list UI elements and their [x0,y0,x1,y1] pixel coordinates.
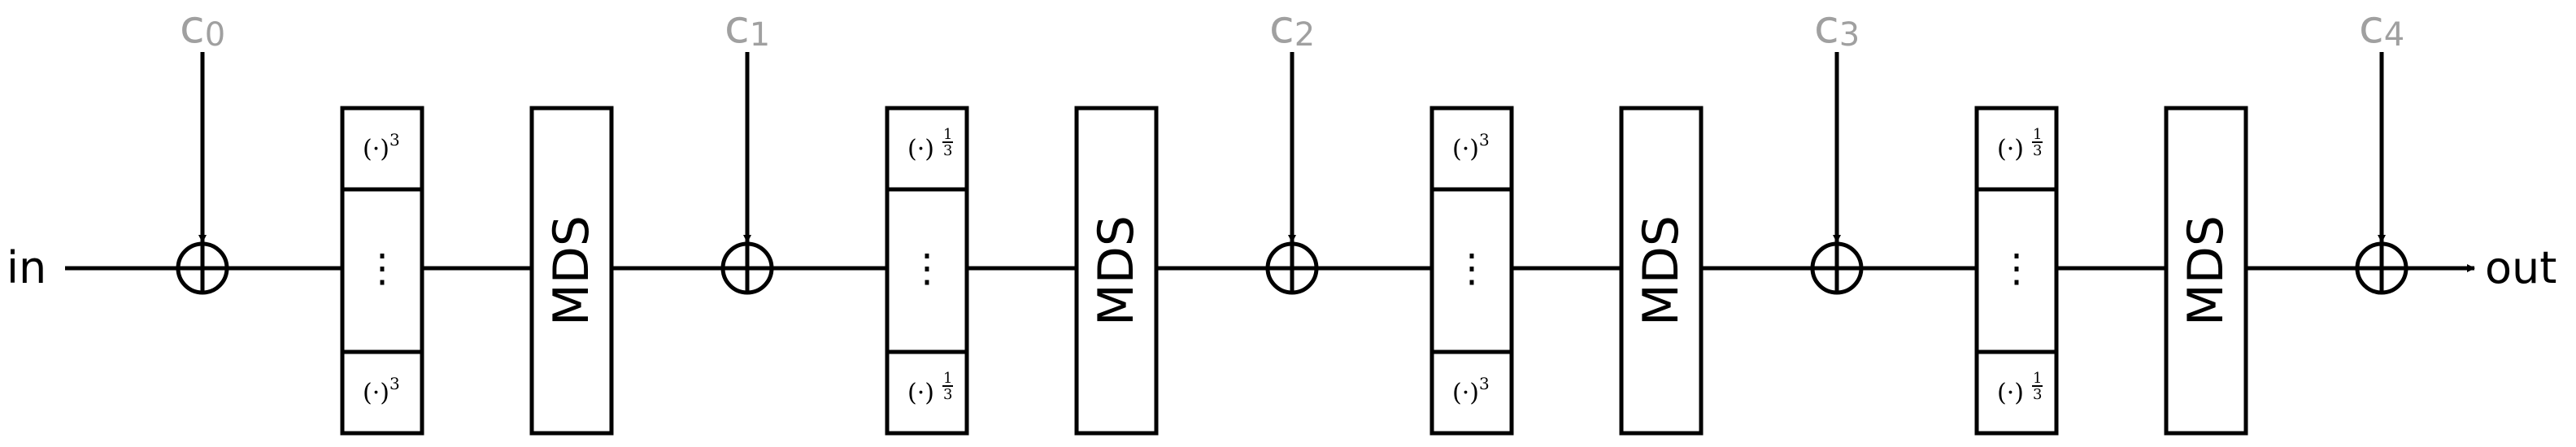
mds-block: MDS [529,106,614,436]
output-label: out [2485,242,2556,293]
sbox-ellipsis: ⋮ [363,245,402,291]
sbox-layer: (·)3(·)3⋮ [340,106,424,436]
constant-letter: c [724,1,750,54]
constant-letter: c [1269,1,1295,54]
mds-box [1619,106,1704,436]
sbox-expression: (·)3 [1452,130,1490,163]
xor-node [1265,241,1319,295]
sbox-base: (·) [1452,379,1479,407]
sbox-base: (·) [1452,135,1479,163]
mds-label: MDS [1633,215,1690,326]
sbox-exponent-numerator: 1 [943,126,952,143]
sbox-column [885,106,969,436]
constant-index: 3 [1839,16,1860,54]
mds-label: MDS [1088,215,1145,326]
sbox-column [1974,106,2059,436]
sbox-exponent-denominator: 3 [2033,142,2042,159]
round-constant-0: c0 [176,1,229,295]
round-3: (·)3(·)3⋮MDS [1429,106,1704,436]
mds-label: MDS [543,215,600,326]
sbox-expression: (·) [1997,379,2024,407]
sbox-base: (·) [363,379,389,407]
round-constant-1: c1 [720,1,774,295]
sbox-exponent: 3 [389,374,400,393]
constant-label: c3 [1814,1,1860,54]
constant-index: 2 [1295,16,1315,54]
sbox-expression: (·)3 [1452,374,1490,407]
constant-letter: c [180,1,205,54]
sbox-base: (·) [363,135,389,163]
constant-label: c2 [1269,1,1315,54]
round-constant-4: c4 [2355,1,2408,295]
sbox-base: (·) [1997,135,2024,163]
sbox-exponent: 3 [1479,130,1490,150]
sbox-expression: (·) [907,379,934,407]
constant-label: c1 [724,1,770,54]
sbox-exponent-numerator: 1 [2033,370,2042,387]
constant-letter: c [1814,1,1839,54]
xor-node [1810,241,1864,295]
xor-node [720,241,774,295]
sbox-expression: (·) [1997,135,2024,163]
constant-letter: c [2359,1,2384,54]
sbox-expression: (·) [907,135,934,163]
mds-label: MDS [2178,215,2234,326]
sbox-ellipsis: ⋮ [907,245,946,291]
sbox-base: (·) [1997,379,2024,407]
input-label: in [7,242,46,293]
sbox-column [1429,106,1514,436]
sbox-column [340,106,424,436]
mds-box [2164,106,2248,436]
xor-node [176,241,229,295]
mds-block: MDS [2164,106,2248,436]
sbox-base: (·) [907,135,934,163]
xor-node [2355,241,2408,295]
round-4: (·)13(·)13⋮MDS [1974,106,2248,436]
constant-index: 1 [750,16,770,54]
sbox-exponent-denominator: 3 [943,386,952,403]
sbox-ellipsis: ⋮ [1997,245,2036,291]
sbox-exponent-numerator: 1 [943,370,952,387]
mds-block: MDS [1074,106,1159,436]
round-2: (·)13(·)13⋮MDS [885,106,1159,436]
constant-label: c4 [2359,1,2404,54]
round-1: (·)3(·)3⋮MDS [340,106,614,436]
sbox-exponent: 3 [1479,374,1490,393]
sbox-layer: (·)13(·)13⋮ [1974,106,2059,436]
sbox-base: (·) [907,379,934,407]
sbox-exponent: 3 [389,130,400,150]
rounds: (·)3(·)3⋮MDS(·)13(·)13⋮MDS(·)3(·)3⋮MDS(·… [340,106,2248,436]
round-constant-2: c2 [1265,1,1319,295]
mds-box [529,106,614,436]
sbox-layer: (·)3(·)3⋮ [1429,106,1514,436]
sbox-expression: (·)3 [363,130,400,163]
constant-label: c0 [180,1,225,54]
sbox-exponent-denominator: 3 [2033,386,2042,403]
mds-box [1074,106,1159,436]
sbox-expression: (·)3 [363,374,400,407]
mds-block: MDS [1619,106,1704,436]
constant-index: 4 [2384,16,2404,54]
sbox-ellipsis: ⋮ [1452,245,1491,291]
sbox-layer: (·)13(·)13⋮ [885,106,969,436]
sbox-exponent-numerator: 1 [2033,126,2042,143]
round-constant-3: c3 [1810,1,1864,295]
sbox-exponent-denominator: 3 [943,142,952,159]
constant-index: 0 [205,16,225,54]
